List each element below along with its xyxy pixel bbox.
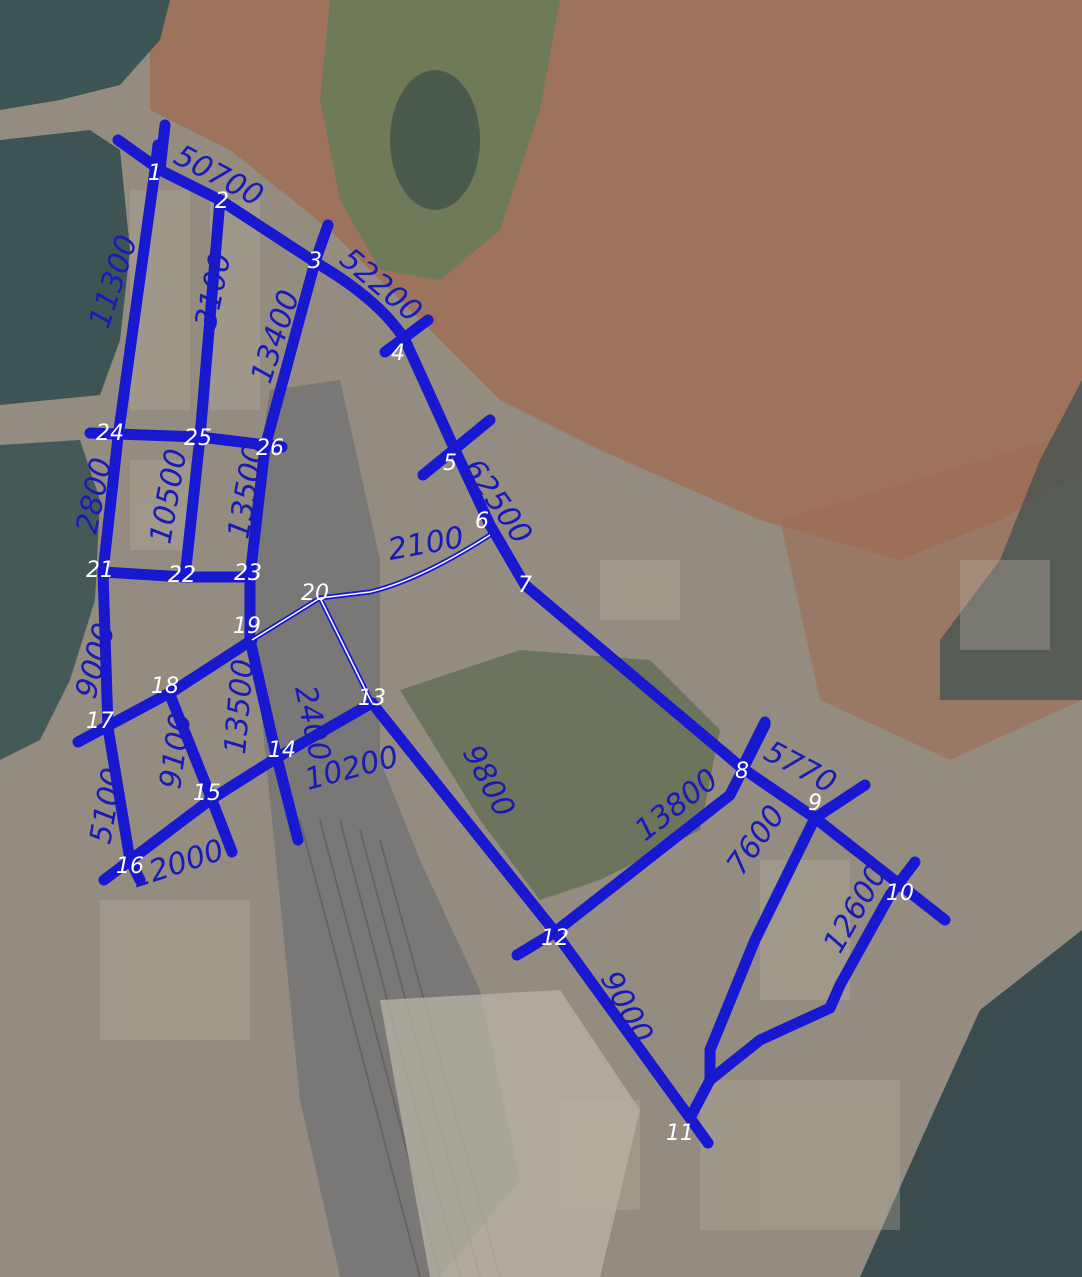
node-label-24: 24 bbox=[96, 421, 124, 446]
node-label-3: 3 bbox=[308, 249, 322, 274]
road-16-13 bbox=[98, 697, 378, 886]
park-pond bbox=[390, 70, 480, 210]
road-2-25 bbox=[194, 194, 226, 443]
road-7-8 bbox=[519, 579, 748, 774]
node-label-7: 7 bbox=[518, 573, 532, 598]
lake-middle bbox=[0, 130, 130, 405]
road-13-12 bbox=[366, 697, 561, 938]
stub-5 bbox=[417, 414, 496, 481]
node-label-22: 22 bbox=[168, 563, 196, 588]
node-label-18: 18 bbox=[151, 674, 179, 699]
node-label-23: 23 bbox=[234, 561, 262, 586]
road-21-23 bbox=[97, 566, 256, 583]
road-26-23 bbox=[244, 441, 271, 583]
road-25-22 bbox=[179, 431, 206, 583]
node-label-16: 16 bbox=[116, 854, 144, 879]
road-12-11 bbox=[549, 926, 714, 1149]
road-17-16 bbox=[102, 722, 146, 886]
road-3-4 bbox=[309, 256, 411, 346]
lake-north bbox=[0, 0, 170, 110]
node-label-8: 8 bbox=[735, 759, 749, 784]
node-label-20: 20 bbox=[301, 581, 329, 606]
connector-highlights bbox=[251, 534, 491, 704]
park-garden bbox=[400, 650, 720, 900]
node-label-15: 15 bbox=[193, 781, 221, 806]
road-11-stub bbox=[684, 1074, 716, 1124]
node-label-13: 13 bbox=[358, 686, 386, 711]
stub-1 bbox=[154, 119, 171, 176]
construction-site bbox=[380, 990, 640, 1277]
flow-label-19-14: 13500 bbox=[218, 658, 261, 756]
road-2-3 bbox=[214, 194, 321, 268]
node-label-2: 2 bbox=[215, 189, 229, 214]
road-9-11 bbox=[704, 779, 871, 1086]
road-10-11 bbox=[704, 856, 921, 1086]
node-label-6: 6 bbox=[475, 509, 489, 534]
node-label-5: 5 bbox=[443, 451, 457, 476]
node-label-25: 25 bbox=[184, 426, 212, 451]
road-3-26 bbox=[259, 219, 334, 453]
node-label-19: 19 bbox=[233, 614, 261, 639]
node-label-12: 12 bbox=[541, 926, 569, 951]
road-21-17 bbox=[97, 566, 114, 734]
node-label-21: 21 bbox=[86, 558, 114, 583]
node-label-1: 1 bbox=[148, 161, 162, 186]
road-12-west bbox=[511, 926, 561, 961]
harbour-water bbox=[940, 380, 1082, 700]
harbour-south bbox=[860, 930, 1082, 1277]
node-label-26: 26 bbox=[256, 436, 284, 461]
road-9-10 bbox=[809, 812, 951, 926]
node-label-9: 9 bbox=[808, 791, 822, 816]
stub-8 bbox=[736, 716, 771, 774]
stub-4 bbox=[379, 314, 434, 358]
road-23-14 bbox=[244, 571, 304, 846]
road-network bbox=[72, 119, 951, 1149]
node-label-17: 17 bbox=[86, 709, 114, 734]
road-4-5 bbox=[399, 334, 461, 456]
node-label-11: 11 bbox=[666, 1121, 694, 1146]
node-label-10: 10 bbox=[886, 881, 914, 906]
road-24-21 bbox=[97, 431, 124, 578]
road-5-7 bbox=[449, 444, 531, 591]
node-label-4: 4 bbox=[391, 341, 405, 366]
road-8-9 bbox=[736, 762, 821, 824]
lake-south bbox=[0, 440, 100, 760]
node-label-14: 14 bbox=[268, 738, 296, 763]
